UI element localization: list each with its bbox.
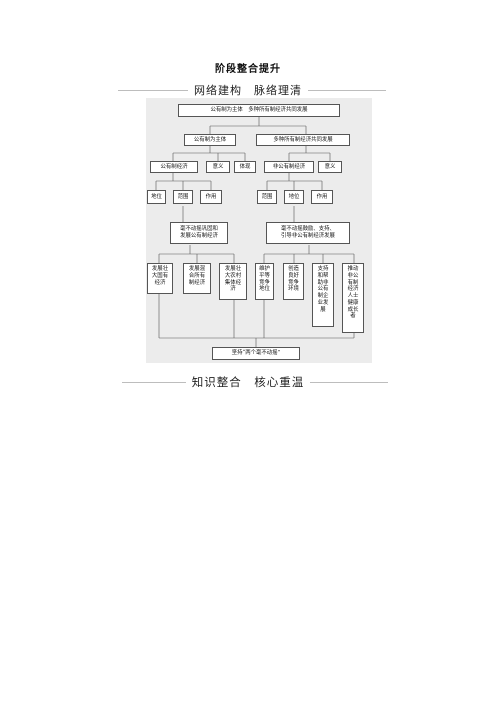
section-title-network: 网络建构 脉络理清 <box>188 84 308 97</box>
left-sub-node: 意义 <box>206 161 230 173</box>
section-rule-right <box>306 382 388 383</box>
section-rule-left <box>118 90 200 91</box>
left-sub-node: 体现 <box>234 161 256 173</box>
right-head-node: 多种所有制经济共同发展 <box>256 134 350 146</box>
section-rule-left <box>122 382 200 383</box>
left-leaf-node: 范围 <box>173 190 193 204</box>
left-head-node: 公有制为主体 <box>184 134 236 146</box>
final-node: 坚持“两个毫不动摇” <box>212 347 300 360</box>
bottom-left-node: 发展混 合所有 制经济 <box>183 263 211 294</box>
section-header-network: 网络建构 脉络理清 <box>0 82 496 98</box>
section-header-knowledge: 知识整合 核心重温 <box>0 374 496 390</box>
page-title: 阶段整合提升 <box>215 64 281 75</box>
bottom-right-node: 创造 良好 竞争 环境 <box>283 263 304 300</box>
right-sub-node: 意义 <box>318 161 342 173</box>
bottom-right-node: 推动 非公 有制 经济 人士 健康 成长 者 <box>342 263 364 333</box>
bottom-right-node: 支持 和帮 助非 公有 制企 业发 展 <box>312 263 334 327</box>
root-node: 公有制为主体 多种所有制经济共同发展 <box>178 104 340 117</box>
knowledge-structure-diagram: 公有制为主体 多种所有制经济共同发展 公有制为主体 多种所有制经济共同发展 公有… <box>146 98 372 363</box>
bottom-left-node: 发展壮 大国有 经济 <box>147 263 173 294</box>
right-leaf-node: 地位 <box>284 190 304 204</box>
connector-lines <box>155 117 355 347</box>
mid-left-node: 毫不动摇巩固和 发展公有制经济 <box>170 222 228 244</box>
bottom-right-node: 维护 平等 竞争 地位 <box>255 263 274 300</box>
bottom-left-node: 发展壮 大农村 集体经 济 <box>219 263 247 300</box>
right-sub-node: 非公有制经济 <box>264 161 314 173</box>
left-leaf-node: 地位 <box>147 190 166 204</box>
section-title-knowledge: 知识整合 核心重温 <box>185 375 311 389</box>
section-rule-right <box>302 90 386 91</box>
left-leaf-node: 作用 <box>200 190 222 204</box>
mid-right-node: 毫不动摇鼓励、支持、 引导非公有制经济发展 <box>266 222 350 244</box>
left-sub-node: 公有制经济 <box>150 161 198 173</box>
right-leaf-node: 范围 <box>257 190 277 204</box>
right-leaf-node: 作用 <box>311 190 333 204</box>
